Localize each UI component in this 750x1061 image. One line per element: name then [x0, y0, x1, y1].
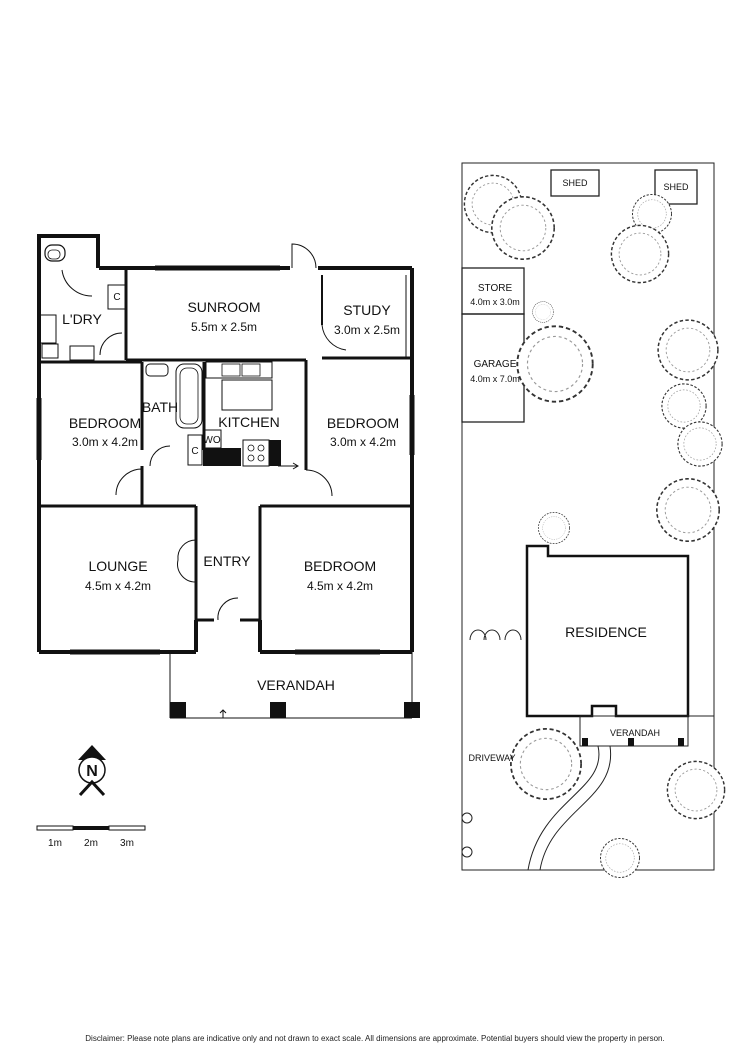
- garage-label: GARAGE: [474, 359, 517, 370]
- laundry-walls: [37, 234, 128, 362]
- sunroom-walls: [126, 243, 414, 362]
- lounge-label: LOUNGE: [88, 558, 147, 574]
- sunroom-dimensions: 5.5m x 2.5m: [191, 320, 257, 334]
- bedroom-north-walls: [36, 360, 415, 505]
- scale-label-1m: 1m: [48, 838, 62, 849]
- bath-label: BATH: [142, 399, 178, 415]
- bedroom-front-label: BEDROOM: [304, 558, 376, 574]
- residence-label: RESIDENCE: [565, 624, 647, 640]
- corridor-walls: [39, 504, 412, 621]
- laundry-cupboard-label: C: [113, 292, 120, 303]
- lounge-dimensions: 4.5m x 4.2m: [85, 579, 151, 593]
- bedroom-front-dimensions: 4.5m x 4.2m: [307, 579, 373, 593]
- scale-label-2m: 2m: [84, 838, 98, 849]
- sunroom-label: SUNROOM: [187, 299, 260, 315]
- kitchen-cupboard-label: C: [191, 446, 198, 457]
- wood-oven-label: WO: [203, 435, 220, 446]
- disclaimer-text: Disclaimer: Please note plans are indica…: [85, 1034, 665, 1043]
- bath-kitchen-walls: [126, 358, 306, 470]
- bedroom-west-dimensions: 3.0m x 4.2m: [72, 435, 138, 449]
- kitchen-label: KITCHEN: [218, 414, 279, 430]
- bedroom-west-label: BEDROOM: [69, 415, 141, 431]
- scale-label-3m: 3m: [120, 838, 134, 849]
- north-arrow-icon: [78, 745, 106, 797]
- store-dimensions: 4.0m x 3.0m: [470, 297, 520, 307]
- laundry-label: L'DRY: [62, 311, 102, 327]
- garage-dimensions: 4.0m x 7.0m: [470, 374, 520, 384]
- north-arrow-letter: N: [86, 763, 98, 780]
- study-dimensions: 3.0m x 2.5m: [334, 323, 400, 337]
- scale-bar: [36, 825, 146, 831]
- entry-label: ENTRY: [203, 553, 251, 569]
- floor-plan: [36, 234, 420, 719]
- store-label: STORE: [478, 283, 513, 294]
- shed-left-label: SHED: [562, 178, 588, 188]
- site-verandah-label: VERANDAH: [610, 728, 660, 738]
- bedroom-east-label: BEDROOM: [327, 415, 399, 431]
- site-plan: [461, 162, 715, 871]
- verandah-label: VERANDAH: [257, 677, 335, 693]
- shed-right-label: SHED: [663, 182, 689, 192]
- verandah-outline: [169, 652, 420, 719]
- driveway-label: DRIVEWAY: [468, 753, 515, 763]
- bedroom-east-dimensions: 3.0m x 4.2m: [330, 435, 396, 449]
- study-label: STUDY: [343, 302, 391, 318]
- south-walls: [37, 505, 414, 655]
